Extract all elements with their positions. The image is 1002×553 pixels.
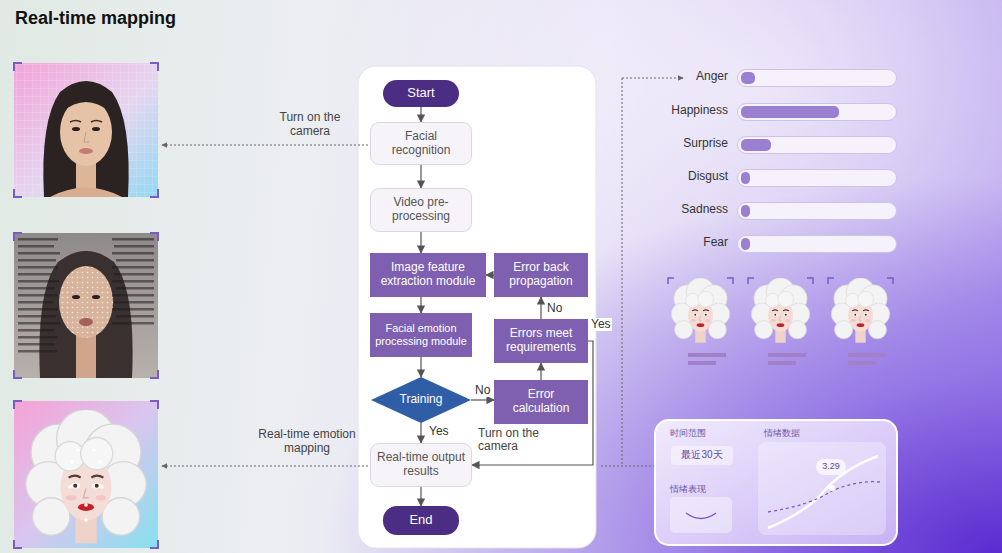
connector — [486, 274, 494, 275]
bar-fill — [741, 205, 750, 217]
node-text: Errors meet requirements — [499, 327, 583, 355]
connector — [420, 297, 421, 313]
edge-label: Yes — [428, 425, 450, 438]
node-text: Error calculation — [499, 388, 583, 416]
bar-track — [737, 69, 897, 87]
emotion-label: Sadness — [624, 203, 728, 217]
connector — [540, 363, 541, 380]
text-label: 3.29 — [816, 461, 846, 471]
emotion-label: Surprise — [624, 137, 728, 151]
bar-fill — [741, 106, 839, 118]
node-text: Facial emotion processing module — [375, 322, 467, 347]
text-label: 最近30天 — [673, 449, 731, 461]
text-label: Real-time emotion mapping — [252, 428, 362, 456]
decision-diamond: Training — [371, 377, 471, 423]
connector — [420, 232, 421, 253]
connector — [420, 107, 421, 122]
emotion-label: Disgust — [624, 170, 728, 184]
node-text: Real-time output results — [376, 451, 466, 479]
connector — [420, 423, 421, 443]
emotion-label: Anger — [624, 70, 728, 84]
text-label: 情绪表现 — [670, 484, 740, 494]
process-box: Error calculation — [494, 380, 588, 424]
process-box: Video pre-processing — [370, 188, 472, 232]
text-label: Turn on the camera — [478, 427, 562, 453]
process-box: Error back propagation — [494, 253, 588, 297]
connector — [420, 165, 421, 188]
bar-track — [737, 103, 897, 121]
node-text: Video pre-processing — [376, 196, 466, 224]
process-box: Real-time output results — [370, 443, 472, 487]
connector — [540, 297, 541, 319]
process-box: Facial recognition — [370, 122, 472, 165]
process-box: Image feature extraction module — [370, 253, 486, 297]
edge-label: Yes — [590, 318, 612, 331]
process-box: Facial emotion processing module — [370, 313, 472, 357]
bar-track — [737, 136, 897, 154]
connector — [471, 399, 494, 400]
edge-label: No — [474, 384, 491, 397]
connector — [420, 487, 421, 506]
process-box: Errors meet requirements — [494, 319, 588, 363]
bar-fill — [741, 72, 755, 84]
bar-fill — [741, 139, 771, 151]
bar-fill — [741, 238, 750, 250]
terminal-pill: End — [383, 506, 459, 535]
terminal-pill: Start — [383, 80, 459, 107]
diamond-outline — [371, 377, 471, 423]
emotion-label: Happiness — [624, 104, 728, 118]
node-text: Facial recognition — [376, 130, 466, 158]
node-text: Error back propagation — [499, 261, 583, 289]
node-text: Training — [400, 393, 443, 407]
connector — [420, 357, 421, 377]
bar-track — [737, 202, 897, 220]
bar-track — [737, 235, 897, 253]
diagram-title: Real-time mapping — [15, 8, 176, 29]
text-label: 时间范围 — [670, 428, 740, 438]
bar-fill — [741, 172, 750, 184]
emotion-label: Fear — [624, 236, 728, 250]
edge-label: No — [546, 302, 563, 315]
text-label: Turn on the camera — [270, 111, 350, 139]
text-label: 情绪数据 — [764, 428, 834, 438]
node-text: End — [409, 513, 432, 528]
node-text: Image feature extraction module — [375, 261, 481, 289]
bar-track — [737, 169, 897, 187]
node-text: Start — [407, 86, 434, 101]
